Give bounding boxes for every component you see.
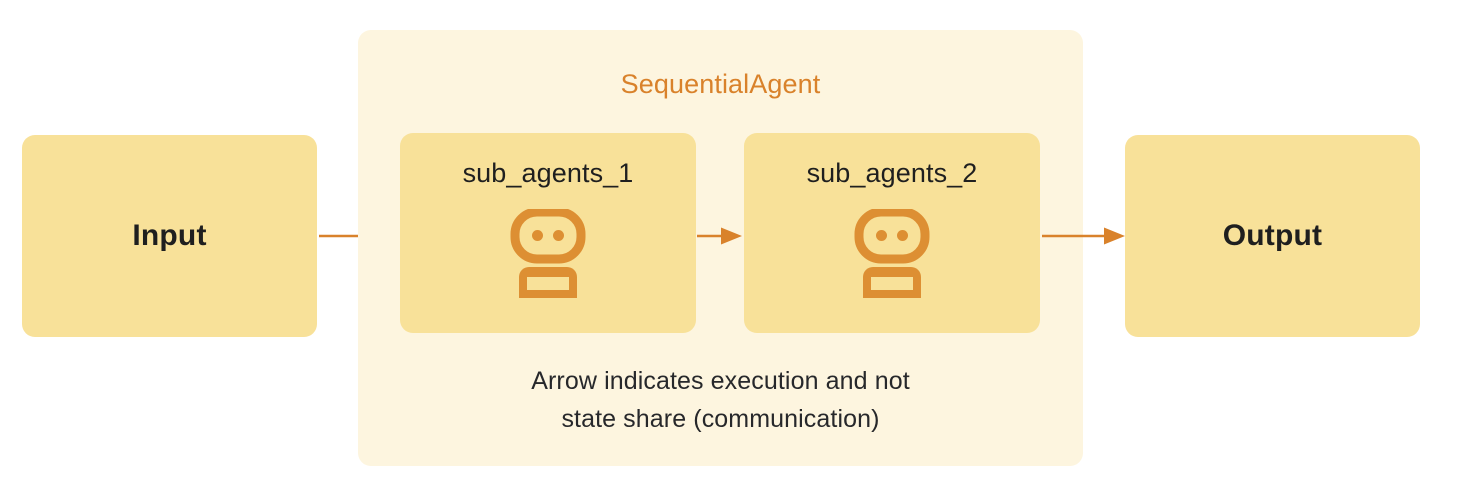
container-caption: Arrow indicates execution and not state … (358, 362, 1083, 438)
robot-icon (854, 207, 930, 301)
node-sub-agents-2[interactable]: sub_agents_2 (744, 133, 1040, 333)
node-sub-agents-2-label: sub_agents_2 (806, 158, 978, 188)
sequential-agent-title: SequentialAgent (620, 69, 821, 99)
arrow-sub-agents-1-to-sub-agents-2 (697, 224, 743, 248)
robot-icon (510, 207, 586, 301)
caption-line-1: Arrow indicates execution and not (531, 367, 910, 395)
node-output[interactable]: Output (1125, 135, 1420, 337)
node-input-label: Input (132, 219, 207, 252)
caption-line-2: state share (communication) (561, 405, 880, 433)
node-sub-agents-1-label: sub_agents_1 (462, 158, 634, 188)
node-sub-agents-1[interactable]: sub_agents_1 (400, 133, 696, 333)
arrow-sub-agents-2-to-output (1042, 224, 1126, 248)
node-output-label: Output (1222, 219, 1323, 252)
node-input[interactable]: Input (22, 135, 317, 337)
